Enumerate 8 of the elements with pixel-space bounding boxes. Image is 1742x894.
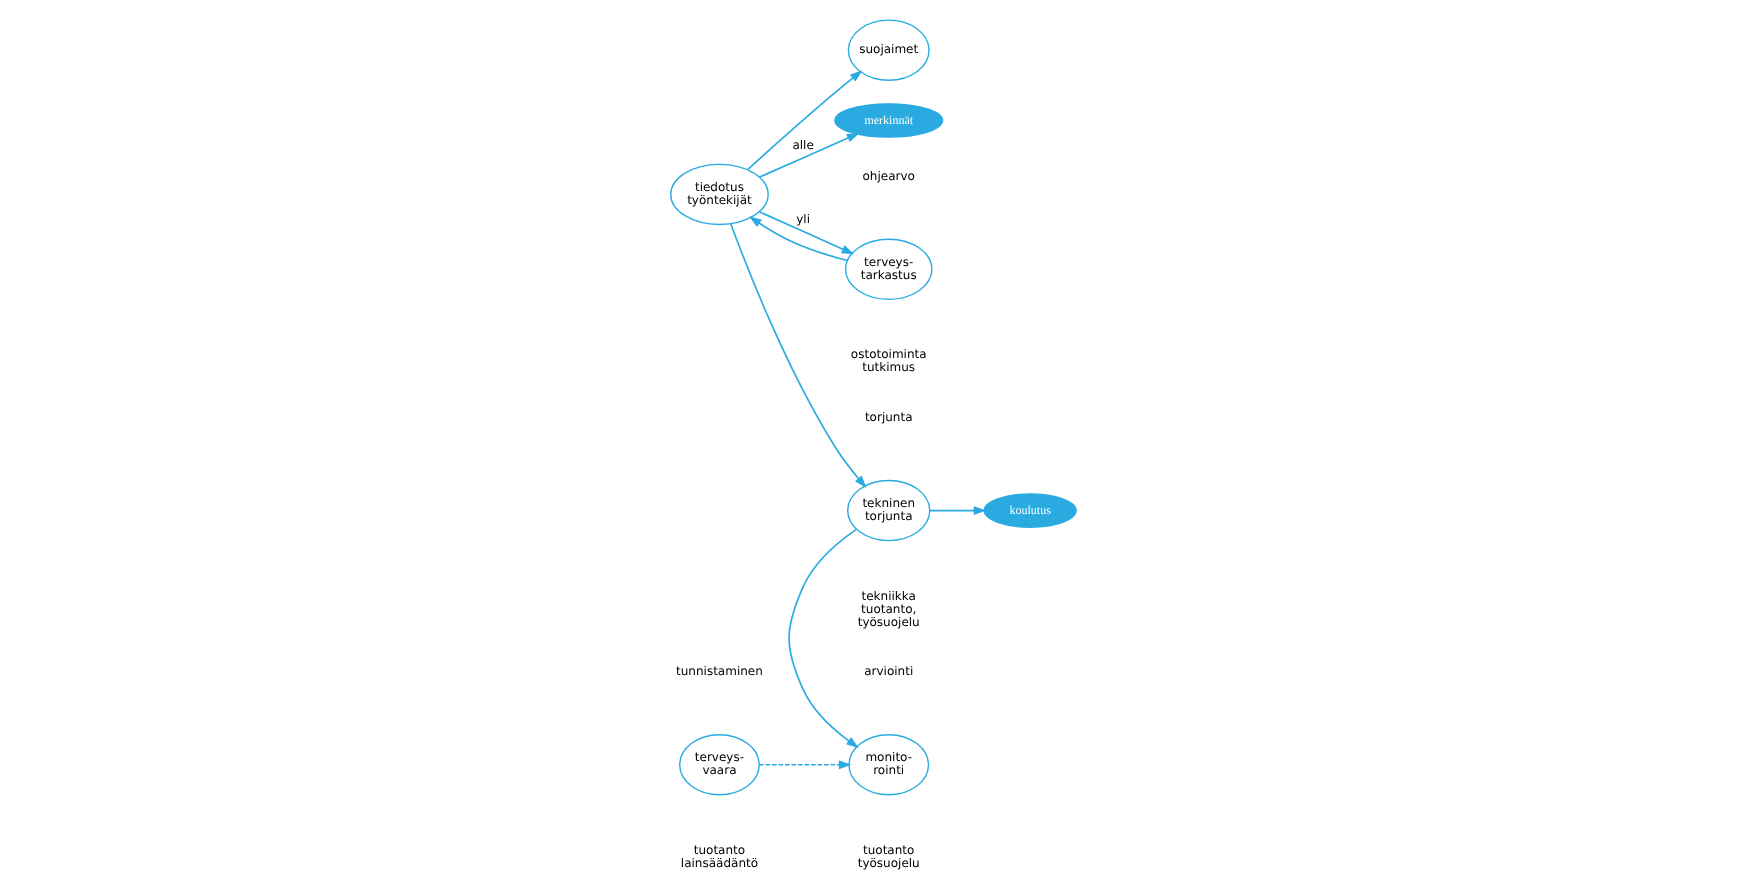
arrow	[757, 133, 859, 178]
arrow	[757, 211, 854, 255]
arrow	[928, 506, 986, 515]
arrow	[746, 70, 862, 171]
arrow	[748, 216, 848, 262]
arrow	[757, 760, 851, 770]
arrow	[728, 222, 866, 488]
arrow	[787, 528, 858, 748]
